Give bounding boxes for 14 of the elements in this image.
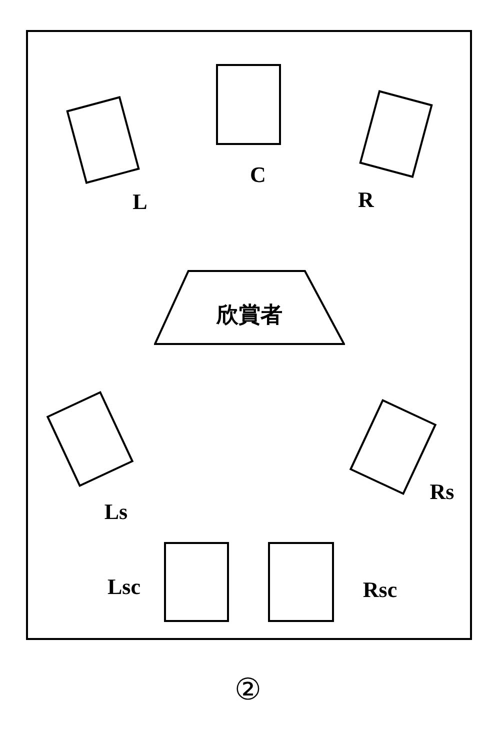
speaker-label: C <box>250 162 266 188</box>
room-outline <box>26 30 472 640</box>
speaker-label: R <box>358 187 374 213</box>
speaker-label: L <box>132 189 148 215</box>
speaker-label: Rsc <box>362 577 398 603</box>
speaker-box <box>268 542 334 622</box>
speaker-label: Lsc <box>108 574 140 600</box>
figure-number: ② <box>234 672 262 708</box>
speaker-box <box>164 542 229 622</box>
listener-label: 欣賞者 <box>216 302 282 330</box>
speaker-box <box>216 64 281 145</box>
speaker-label: Rs <box>430 479 454 505</box>
listener-trapezoid <box>154 270 345 345</box>
speaker-label: Ls <box>104 499 128 525</box>
